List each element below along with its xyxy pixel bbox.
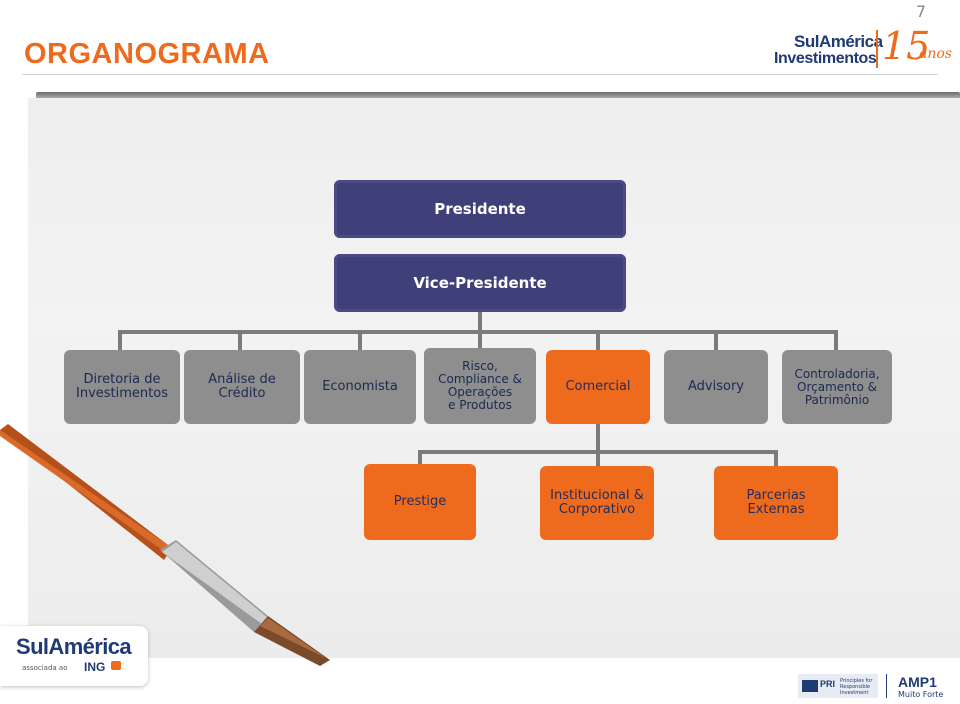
dept-risco-compliance: Risco, Compliance & Operações e Produtos bbox=[424, 348, 536, 424]
logo-separator bbox=[876, 30, 878, 68]
paintbrush-illustration bbox=[0, 424, 330, 666]
ing-lion-icon bbox=[111, 661, 121, 670]
sub-institucional-corporativo: Institucional & Corporativo bbox=[540, 466, 654, 540]
amp-rating-sub: Muito Forte bbox=[898, 690, 944, 699]
connector-sub-3 bbox=[774, 450, 778, 466]
sub-parcerias-externas: Parcerias Externas bbox=[714, 466, 838, 540]
connector-sub-1 bbox=[418, 450, 422, 466]
sulamerica-footer-logo: SulAmérica associada ao ING bbox=[0, 626, 148, 686]
connector-dept-6 bbox=[714, 330, 718, 350]
logo-line1: SulAmérica bbox=[794, 32, 883, 51]
logo-line2: Investimentos bbox=[774, 50, 877, 67]
connector-vp-to-departments bbox=[478, 312, 482, 334]
connector-dept-3 bbox=[358, 330, 362, 350]
box-presidente: Presidente bbox=[334, 180, 626, 238]
dept-analise-credito: Análise de Crédito bbox=[184, 350, 300, 424]
footer-logo-sub: associada ao bbox=[22, 664, 68, 672]
sub-prestige: Prestige bbox=[364, 464, 476, 540]
connector-dept-1 bbox=[118, 330, 122, 350]
connector-dept-5 bbox=[596, 330, 600, 350]
dept-advisory: Advisory bbox=[664, 350, 768, 424]
sulamerica-investimentos-logo: SulAmérica Investimentos 15 anos bbox=[772, 24, 952, 75]
connector-dept-4 bbox=[478, 330, 482, 350]
footer-separator bbox=[886, 674, 887, 698]
footer-logo-name: SulAmérica bbox=[16, 634, 132, 659]
logo-years: 15 bbox=[882, 24, 931, 68]
connector-dept-7 bbox=[834, 330, 838, 350]
pri-text: Principles for Responsible Investment bbox=[840, 678, 873, 696]
connector-comercial-down bbox=[596, 424, 600, 454]
title-divider bbox=[22, 74, 938, 75]
dept-economista: Economista bbox=[304, 350, 416, 424]
amp-rating-label: AMP1 bbox=[898, 674, 937, 690]
pri-icon bbox=[802, 680, 818, 692]
dept-diretoria-investimentos: Diretoria de Investimentos bbox=[64, 350, 180, 424]
dept-controladoria: Controladoria, Orçamento & Patrimônio bbox=[782, 350, 892, 424]
connector-sub-2 bbox=[596, 450, 600, 466]
connector-dept-2 bbox=[238, 330, 242, 350]
page-title: ORGANOGRAMA bbox=[24, 38, 270, 70]
page-number: 7 bbox=[915, 2, 926, 21]
pri-badge: PRI Principles for Responsible Investmen… bbox=[798, 674, 878, 698]
pri-label: PRI bbox=[820, 679, 836, 689]
board-top-edge bbox=[36, 92, 960, 100]
dept-comercial: Comercial bbox=[546, 350, 650, 424]
box-vice-presidente: Vice-Presidente bbox=[334, 254, 626, 312]
footer-logo-partner: ING bbox=[84, 660, 106, 674]
logo-years-suffix: anos bbox=[919, 46, 952, 62]
